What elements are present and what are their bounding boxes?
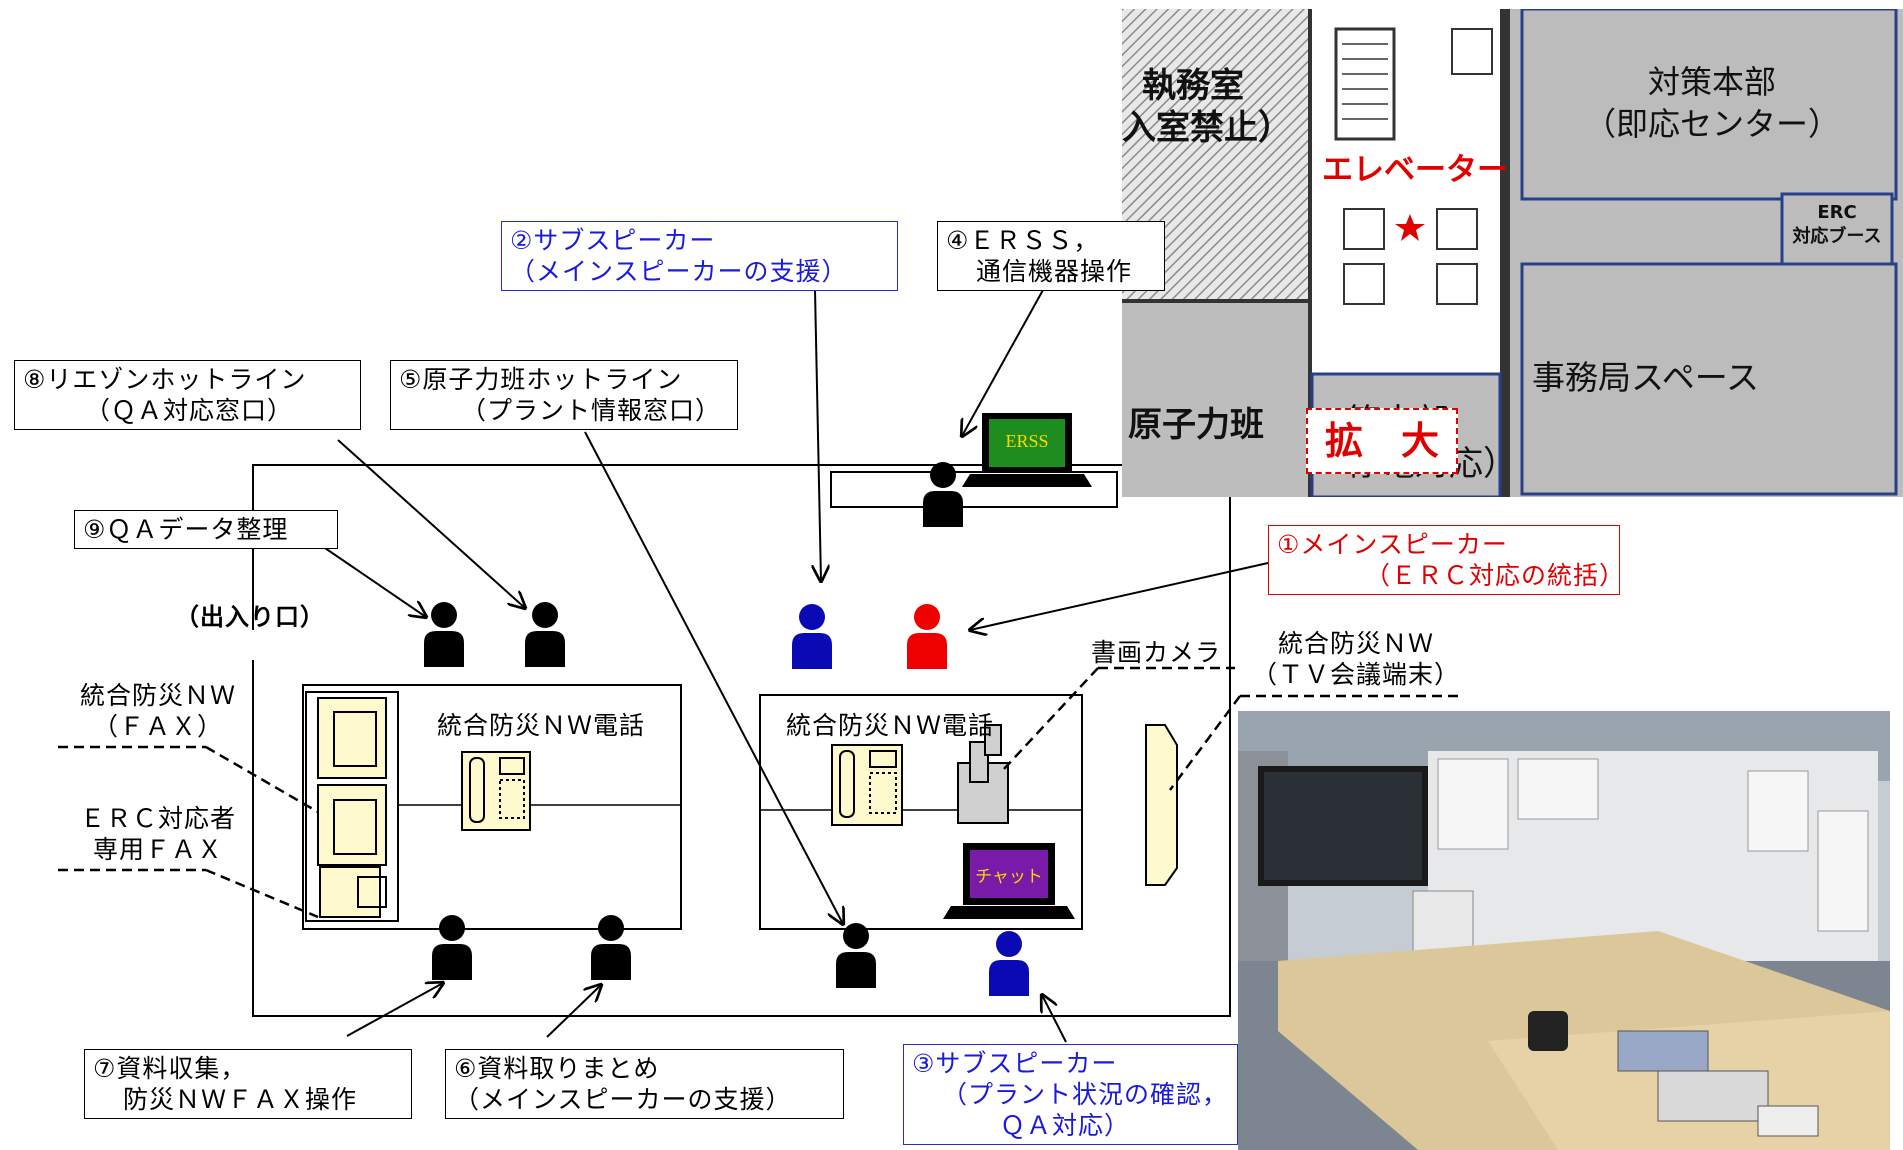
arrow-l5 bbox=[584, 431, 843, 924]
map-secretariat: 事務局スペース bbox=[1532, 358, 1760, 397]
arrow-l4 bbox=[962, 289, 1044, 436]
map-nuclear: 原子力班 bbox=[1128, 405, 1264, 445]
person-collect bbox=[432, 915, 472, 980]
label-sub-speaker-3: ③サブスピーカー （プラント状況の確認， ＱＡ対応） bbox=[903, 1044, 1238, 1145]
entrance-label: （出入り口） bbox=[175, 603, 325, 631]
erss-laptop-icon bbox=[962, 413, 1092, 487]
arrow-l3 bbox=[1042, 995, 1067, 1043]
label-qa-data: ⑨ＱＡデータ整理 bbox=[74, 510, 338, 549]
label-collect: ⑦資料収集， 防災ＮＷＦＡＸ操作 bbox=[84, 1049, 412, 1119]
chat-screen-text: チャット bbox=[975, 867, 1043, 887]
tv-terminal-label: 統合防災ＮＷ （ＴＶ会議端末） bbox=[1251, 629, 1460, 689]
phone-right-label: 統合防災ＮＷ電話 bbox=[786, 711, 995, 740]
label-sub-speaker-2: ②サブスピーカー （メインスピーカーの支援） bbox=[501, 221, 898, 291]
arrow-l1 bbox=[970, 562, 1269, 630]
erss-screen-text: ERSS bbox=[1005, 431, 1049, 451]
person-sub-speaker-3 bbox=[989, 931, 1029, 996]
fax-nw-label: 統合防災ＮＷ （ＦＡＸ） bbox=[79, 681, 236, 741]
fax-erc-label: ＥＲＣ対応者 専用ＦＡＸ bbox=[79, 804, 236, 864]
zoom-label: 拡 大 bbox=[1306, 408, 1458, 474]
label-summary: ⑥資料取りまとめ （メインスピーカーの支援） bbox=[445, 1049, 844, 1119]
right-desk bbox=[759, 694, 1083, 930]
arrow-l9 bbox=[321, 545, 426, 617]
tv-terminal-icon bbox=[1145, 724, 1178, 886]
phone-icon bbox=[461, 751, 531, 831]
person-nuclear bbox=[836, 923, 876, 988]
fax-machine-icon bbox=[305, 691, 399, 922]
label-nuclear-hotline: ⑤原子力班ホットライン （プラント情報窓口） bbox=[390, 360, 738, 430]
map-room-left: 執務室 入室禁止） bbox=[1122, 66, 1292, 148]
phone-icon bbox=[831, 744, 903, 826]
arrow-l7 bbox=[346, 983, 443, 1037]
map-elevator: エレベーター bbox=[1322, 152, 1508, 188]
label-liaison-hotline: ⑧リエゾンホットライン （ＱＡ対応窓口） bbox=[14, 360, 361, 430]
document-camera-icon bbox=[957, 724, 1009, 824]
phone-left-label: 統合防災ＮＷ電話 bbox=[437, 711, 646, 740]
booth-photo bbox=[1238, 711, 1890, 1150]
map-erc-booth: ERC 対応ブース bbox=[1792, 202, 1882, 247]
room-outline bbox=[252, 464, 1231, 1017]
label-erss: ④ＥＲＳＳ， 通信機器操作 bbox=[937, 221, 1165, 291]
left-desk bbox=[302, 684, 682, 930]
person-qa-data bbox=[525, 602, 565, 667]
arrow-l6 bbox=[546, 985, 601, 1038]
doc-camera-label: 書画カメラ bbox=[1091, 638, 1222, 667]
map-hq-top: 対策本部 （即応センター） bbox=[1583, 63, 1840, 143]
person-main-speaker bbox=[907, 604, 947, 669]
floor-map: 執務室 入室禁止） 対策本部 （即応センター） エレベーター ERC 対応ブース… bbox=[1122, 9, 1903, 497]
person-summary bbox=[591, 915, 631, 980]
person-sub-speaker-2 bbox=[792, 604, 832, 669]
label-main-speaker: ①メインスピーカー （ＥＲＣ対応の統括） bbox=[1268, 525, 1624, 595]
arrow-l2 bbox=[815, 289, 821, 581]
erss-table bbox=[830, 471, 1118, 508]
chat-laptop-icon bbox=[943, 843, 1075, 919]
person-liaison bbox=[424, 602, 464, 667]
arrow-l8 bbox=[337, 439, 525, 608]
